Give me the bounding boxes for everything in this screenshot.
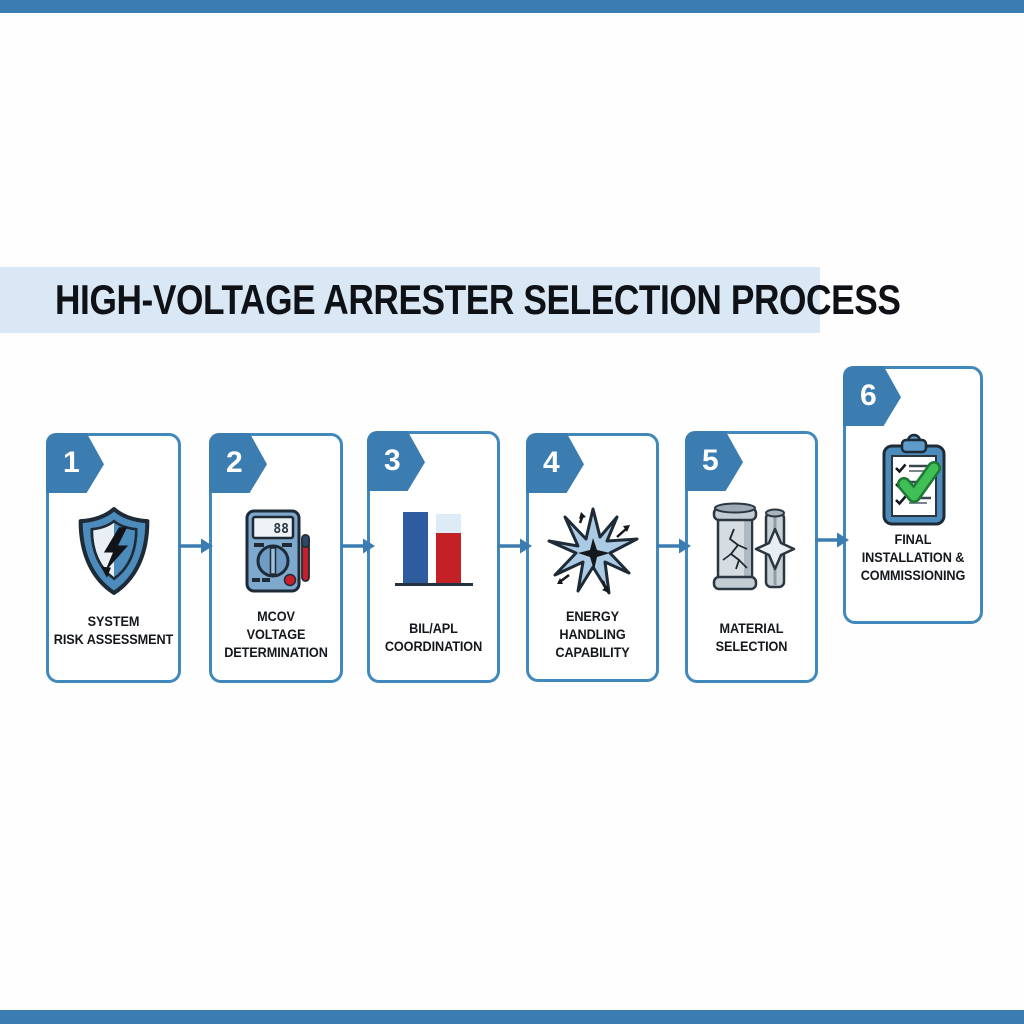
multimeter-icon: 88	[212, 498, 340, 603]
step-number-badge: 1	[46, 433, 104, 493]
step-number-badge: 6	[843, 366, 901, 426]
meter-display-value: 88	[273, 522, 289, 537]
step-label: SYSTEM RISK ASSESSMENT	[53, 614, 174, 647]
step-card-5: 5 MATERIAL SELECTION	[685, 431, 818, 683]
step-number-badge: 4	[526, 433, 584, 493]
step-label: MCOV VOLTAGE DETERMINATION	[224, 609, 328, 660]
step-card-1: 1 SYSTEM RISK ASSESSMENT	[46, 433, 181, 683]
cracked-cylinders-icon	[688, 496, 815, 601]
shield-lightning-icon	[49, 498, 178, 603]
step-card-3: 3 BIL/APL COORDINATION	[367, 431, 500, 683]
flow-arrow-4	[657, 538, 691, 554]
step-number-badge: 2	[209, 433, 267, 493]
step-card-6: 6 FINAL INSTALLATION & COMM	[843, 366, 983, 624]
page-title: HIGH-VOLTAGE ARRESTER SELECTION PROCESS	[55, 276, 901, 323]
flow-arrow-5	[815, 532, 849, 548]
step-label: MATERIAL SELECTION	[715, 621, 788, 654]
step-label: FINAL INSTALLATION & COMMISSIONING	[860, 532, 966, 583]
energy-burst-icon	[529, 498, 656, 603]
flow-arrow-2	[341, 538, 375, 554]
step-number-badge: 5	[685, 431, 743, 491]
step-card-2: 2 88 MCOV VOLTAGE DETERMINATION	[209, 433, 343, 683]
title-band: HIGH-VOLTAGE ARRESTER SELECTION PROCESS	[0, 267, 901, 333]
clipboard-check-icon	[846, 429, 980, 534]
step-number-badge: 3	[367, 431, 425, 491]
step-card-4: 4 ENERGY HANDLING CAPABILITY	[526, 433, 659, 682]
step-label: BIL/APL COORDINATION	[384, 621, 483, 654]
flow-arrow-3	[498, 538, 532, 554]
step-label: ENERGY HANDLING CAPABILITY	[555, 609, 630, 660]
top-border-bar	[0, 0, 1024, 13]
flow-arrow-1	[179, 538, 213, 554]
bottom-border-bar	[0, 1010, 1024, 1024]
bar-chart-icon	[370, 496, 497, 601]
